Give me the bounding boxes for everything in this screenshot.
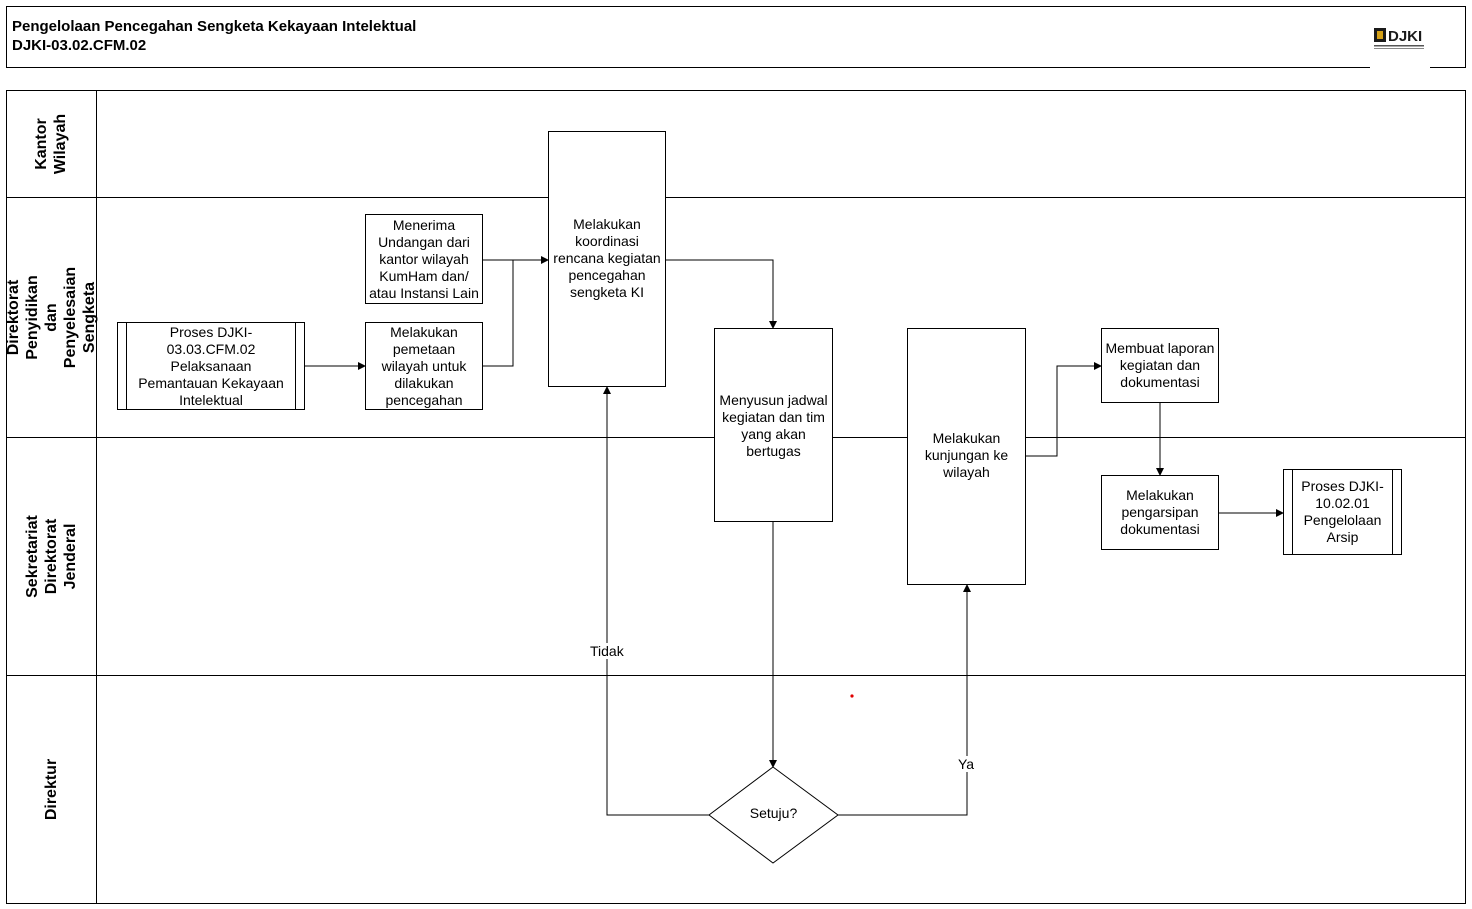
edge-kunjungan-to-laporan	[1026, 366, 1101, 456]
node-proses-arsip: Proses DJKI- 10.02.01 Pengelolaan Arsip	[1283, 469, 1402, 555]
edge-label-tidak: Tidak	[588, 643, 626, 659]
node-proses-pemantauan: Proses DJKI- 03.03.CFM.02 Pelaksanaan Pe…	[117, 322, 305, 410]
node-kunjungan: Melakukan kunjungan ke wilayah	[907, 328, 1026, 585]
edge-decision-ya	[838, 585, 967, 815]
node-laporan: Membuat laporan kegiatan dan dokumentasi	[1101, 328, 1219, 403]
red-dot-marker	[850, 694, 853, 697]
node-menerima-undangan: Menerima Undangan dari kantor wilayah Ku…	[365, 214, 483, 304]
edge-pemetaan-to-koordinasi	[483, 260, 513, 366]
edge-decision-tidak	[607, 387, 709, 815]
edge-label-ya: Ya	[956, 756, 976, 772]
node-koordinasi: Melakukan koordinasi rencana kegiatan pe…	[548, 131, 666, 387]
node-menyusun-jadwal: Menyusun jadwal kegiatan dan tim yang ak…	[714, 328, 833, 522]
decision-label: Setuju?	[709, 805, 838, 821]
edge-koordinasi-to-jadwal	[666, 260, 773, 328]
node-pengarsipan: Melakukan pengarsipan dokumentasi	[1101, 475, 1219, 550]
node-melakukan-pemetaan: Melakukan pemetaan wilayah untuk dilakuk…	[365, 322, 483, 410]
